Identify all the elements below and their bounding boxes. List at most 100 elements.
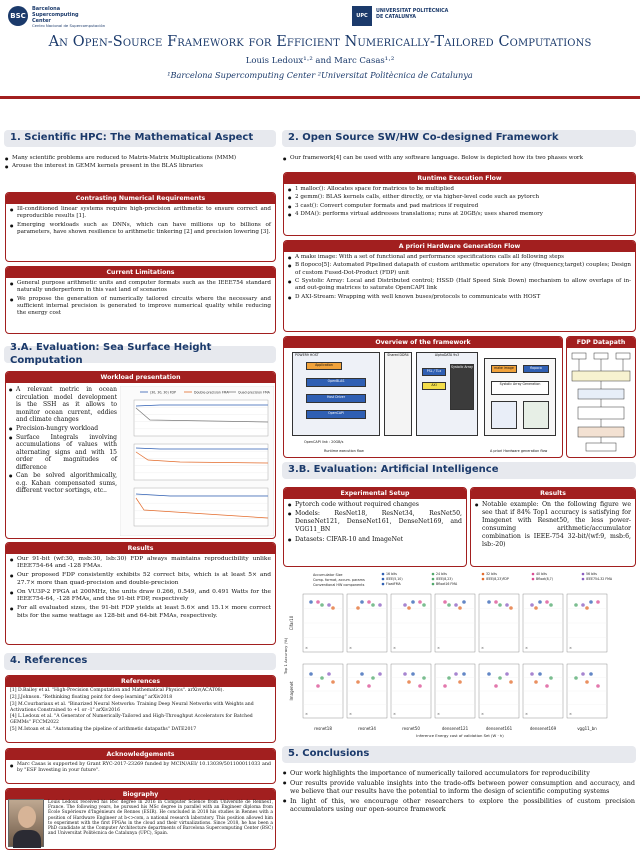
requirements-box: Contrasting Numerical Requirements Ill-c… (5, 192, 276, 262)
ai-legend-marker (431, 572, 435, 576)
section-3a-heading: 3.A. Evaluation: Sea Surface Height Comp… (4, 342, 276, 366)
ai-cross-marker: × (569, 712, 572, 716)
runtime-flow-box: Runtime Execution Flow 1 malloc(): Alloc… (283, 172, 636, 236)
ai-scatter-point (498, 603, 502, 607)
upc-logo: UPC UNIVERSITAT POLITÈCNICA DE CATALUNYA (352, 4, 492, 28)
setup-item: Pytorch code without required changes (288, 501, 462, 509)
reference-item: [5] M.Istoan et al. "Automating the pipe… (10, 727, 197, 733)
ai-scatter-point (309, 672, 313, 676)
diag-power-host-label: POWER9 HOST (295, 352, 319, 357)
diag-systolic-array: Systolic Array (450, 363, 474, 410)
ai-scatter-point (356, 680, 360, 684)
section-2-heading: 2. Open Source SW/HW Co-designed Framewo… (282, 130, 636, 147)
ai-scatter-point (331, 606, 335, 610)
ai-cross-marker: × (349, 646, 352, 650)
ai-scatter-point (494, 600, 498, 604)
ai-scatter-point (530, 603, 534, 607)
header-divider (0, 96, 640, 108)
ai-model-label: densenet169 (530, 726, 557, 731)
ai-row-label: Imagenet (289, 681, 294, 701)
ai-legend-marker (581, 577, 585, 581)
ai-scatter-point (530, 672, 534, 676)
diag-code-snippet (491, 400, 517, 429)
ai-scatter-point (585, 606, 589, 610)
ai-scatter-point (574, 603, 578, 607)
s2-intro: Our framework[4] can be used with any so… (283, 155, 637, 162)
ai-legend-label: 32 bits (486, 572, 497, 576)
s1-intro-item: Arouse the interest in GEMM kernels pres… (5, 163, 277, 170)
section-1-heading: 1. Scientific HPC: The Mathematical Aspe… (4, 130, 276, 147)
hw-step: D AXI-Stream: Wrapping with well known b… (288, 294, 631, 301)
fdp-datapath-box: FDP Datapath (566, 336, 636, 458)
ai-scatter-point (316, 600, 320, 604)
ai-legend-marker (481, 577, 485, 581)
ssh-result-item: For all evaluated sizes, the 91-bit FDP … (10, 605, 271, 620)
ai-scatter-point (378, 603, 382, 607)
section-1-intro: Many scientific problems are reduced to … (5, 155, 277, 172)
ai-results-box: Results Notable example: On the followin… (470, 487, 636, 567)
setup-item: Datasets: CIFAR-10 and ImageNet (288, 536, 462, 544)
ai-cross-marker: × (569, 646, 572, 650)
ai-scatter-point (327, 672, 331, 676)
ai-cross-marker: × (393, 712, 396, 716)
ssh-result-item: Our proposed FDP consistently exhibits 5… (10, 572, 271, 587)
workload-item: Precision-hungry workload (9, 425, 117, 433)
ai-scatter-point (443, 600, 447, 604)
conclusion-item: Our work highlights the importance of nu… (283, 769, 635, 777)
framework-overview-diagram: POWER9 HOST Application OpenBLAS Host Dr… (284, 348, 562, 457)
ai-cross-marker: × (525, 712, 528, 716)
ssh-result-item: Our 91-bit (wf:30, msb:30, lsb:30) FDP a… (10, 556, 271, 571)
diag-hw-caption: A priori Hardware generation flow (490, 448, 548, 453)
ai-scatter-point (549, 676, 553, 680)
diag-axi: AXI (422, 381, 446, 390)
ai-scatter-point (589, 600, 593, 604)
conclusion-item: In light of this, we encourage other res… (283, 797, 635, 814)
bsc-logo-mark: BSC (8, 6, 28, 26)
upc-logo-mark: UPC (352, 6, 372, 26)
diag-runtime-caption: Runtime execution flow (324, 448, 364, 453)
ai-scatter-point (407, 606, 411, 610)
ai-cross-marker: × (393, 646, 396, 650)
ai-legend-label: IEEE(8,23) (436, 577, 453, 581)
acknowledgements-title: Acknowledgements (6, 749, 275, 760)
ai-scatter-point (534, 680, 538, 684)
ai-cross-marker: × (481, 646, 484, 650)
ai-model-label: densenet161 (486, 726, 513, 731)
diag-application: Application (306, 361, 342, 370)
ssh-legend-label: Double-precision FMA (194, 391, 229, 395)
ai-scatter-point (545, 600, 549, 604)
ai-legend-marker (531, 572, 535, 576)
ai-legend-marker (381, 577, 385, 581)
bsc-name-line-2: Supercomputing (32, 11, 79, 18)
setup-box: Experimental Setup Pytorch code without … (283, 487, 467, 567)
ai-legend-label: 24 bits (436, 572, 447, 576)
ai-scatter-point (487, 600, 491, 604)
ai-cross-marker: × (349, 712, 352, 716)
ai-cross-marker: × (437, 712, 440, 716)
bsc-name-line-3: Center (32, 17, 51, 24)
ai-scatter-point (443, 684, 447, 688)
ssh-result-item: On VU3P-2 FPGA at 200MHz, the units draw… (10, 589, 271, 604)
ai-scatter-point (447, 676, 451, 680)
ai-legend-marker (431, 577, 435, 581)
ai-scatter-point (331, 680, 335, 684)
ai-legend-heading: Conventional HW components (313, 583, 365, 587)
reference-item: [3] M.Courbariaux et al. "Binarized Neur… (10, 701, 254, 713)
framework-overview-box: Overview of the framework POWER9 HOST Ap… (283, 336, 563, 458)
ai-cross-marker: × (437, 646, 440, 650)
workload-box: Workload presentation A relevant metric … (5, 371, 276, 539)
ai-scatter-point (418, 684, 422, 688)
reference-item: [2] J.Johnson. "Rethinking floating poin… (10, 694, 173, 700)
ai-scatter-point (487, 672, 491, 676)
ai-y-axis-label: Top 1 Accuracy (%) (283, 637, 288, 675)
ai-scatter-point (462, 672, 466, 676)
ssh-results-box: Results Our 91-bit (wf:30, msb:30, lsb:3… (5, 542, 276, 645)
ai-scatter-point (360, 672, 364, 676)
ai-scatter-point (316, 684, 320, 688)
framework-overview-title: Overview of the framework (284, 337, 562, 348)
ai-legend-label: Bfloat(8,7) (536, 577, 553, 581)
ai-results-title: Results (471, 488, 635, 499)
ai-legend-label: 40 bits (536, 572, 547, 576)
ai-scatter-point (422, 676, 426, 680)
ai-scatter-point (545, 684, 549, 688)
